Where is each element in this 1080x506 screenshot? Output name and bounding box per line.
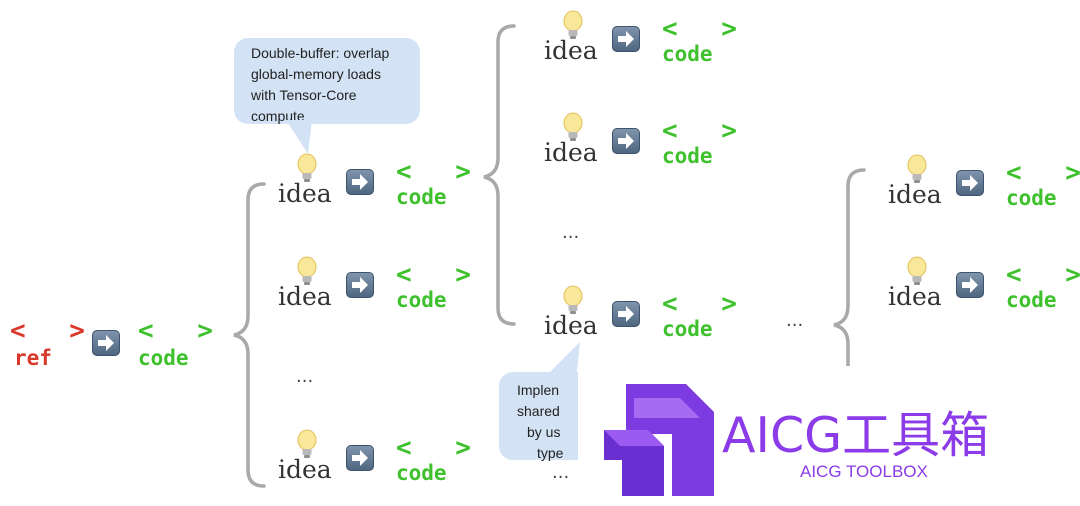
code-label: code: [1006, 288, 1057, 312]
idea-code-unit: idea < > code: [278, 429, 471, 499]
right-arrow-icon: [956, 272, 984, 298]
code-label: code: [662, 144, 713, 168]
idea-code-unit: idea < > code: [888, 154, 1080, 224]
code-brackets: < >: [396, 433, 485, 463]
idea-code-unit: idea < > code: [278, 256, 471, 326]
ellipsis: ...: [562, 222, 580, 243]
idea-label: idea: [278, 455, 332, 484]
idea-code-unit: idea < > code: [544, 10, 737, 80]
lightbulb-icon: [560, 285, 586, 319]
lightbulb-icon: [560, 10, 586, 44]
idea-label: idea: [888, 180, 942, 209]
aicg-logo-icon: [604, 384, 714, 496]
lightbulb-icon: [294, 429, 320, 463]
code-brackets: < >: [662, 14, 751, 44]
lightbulb-icon: [294, 256, 320, 290]
ellipsis: ...: [552, 462, 570, 483]
idea-label: idea: [888, 282, 942, 311]
code-brackets: < >: [396, 260, 485, 290]
idea-label: idea: [544, 138, 598, 167]
lightbulb-icon: [904, 154, 930, 188]
ellipsis: ...: [296, 366, 314, 387]
code-label: code: [662, 317, 713, 341]
root-code-node: < > code: [138, 316, 218, 376]
code-label: code: [1006, 186, 1057, 210]
lightbulb-icon: [904, 256, 930, 290]
watermark-title: AICG工具箱: [722, 407, 990, 464]
code-label: code: [396, 185, 447, 209]
right-arrow-icon: [92, 330, 120, 356]
right-arrow-icon: [346, 169, 374, 195]
callout-top-pointer: [286, 120, 312, 154]
brace-level1: [233, 182, 266, 488]
idea-code-unit: idea < > code: [278, 153, 471, 223]
idea-label: idea: [278, 179, 332, 208]
code-label: code: [396, 461, 447, 485]
brace-level2: [483, 24, 516, 326]
right-arrow-icon: [612, 26, 640, 52]
right-arrow-icon: [346, 272, 374, 298]
right-arrow-icon: [956, 170, 984, 196]
ref-label: ref: [14, 346, 52, 370]
code-brackets: < >: [138, 316, 227, 346]
code-label: code: [138, 346, 189, 370]
idea-label: idea: [544, 36, 598, 65]
lightbulb-icon: [294, 153, 320, 187]
code-brackets: < >: [1006, 158, 1080, 188]
root-ref-node: < > ref: [10, 316, 85, 376]
ellipsis: ...: [786, 310, 804, 331]
code-brackets: < >: [396, 157, 485, 187]
idea-label: idea: [278, 282, 332, 311]
code-brackets: < >: [1006, 260, 1080, 290]
code-brackets: < >: [662, 289, 751, 319]
right-arrow-icon: [346, 445, 374, 471]
watermark-subtitle: AICG TOOLBOX: [800, 462, 928, 481]
lightbulb-icon: [560, 112, 586, 146]
idea-code-unit: idea < > code: [888, 256, 1080, 326]
ref-brackets: < >: [10, 316, 99, 346]
brace-level3: [833, 168, 866, 506]
right-arrow-icon: [612, 301, 640, 327]
callout-double-buffer: Double-buffer: overlap global-memory loa…: [234, 38, 420, 124]
code-label: code: [662, 42, 713, 66]
idea-code-unit: idea < > code: [544, 112, 737, 182]
code-label: code: [396, 288, 447, 312]
right-arrow-icon: [612, 128, 640, 154]
callout-bottom-pointer: [542, 342, 580, 380]
idea-label: idea: [544, 311, 598, 340]
idea-code-unit: idea < > code: [544, 285, 737, 355]
code-brackets: < >: [662, 116, 751, 146]
